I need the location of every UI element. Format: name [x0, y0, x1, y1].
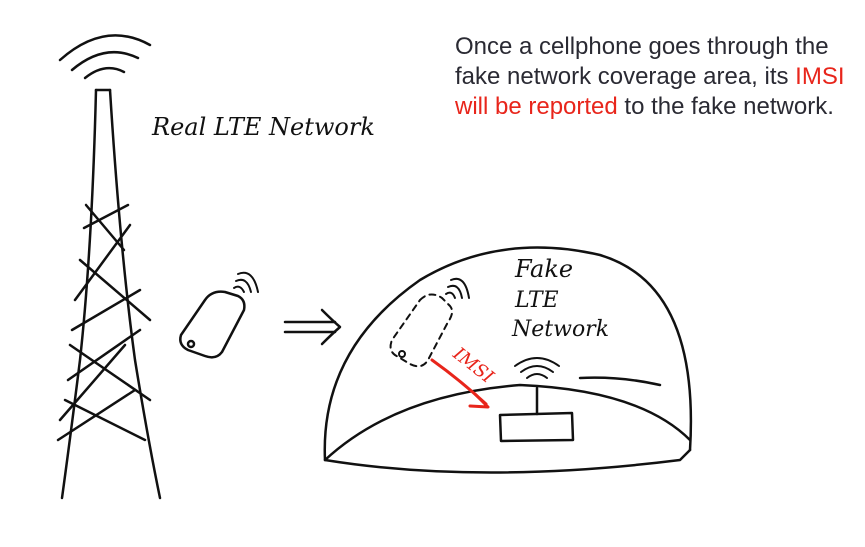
fake-base-station: [498, 357, 662, 443]
cell-tower: [56, 88, 162, 500]
imsi-arrow-icon: [430, 358, 490, 409]
tower-signal-icon: [58, 34, 152, 80]
caption-highlight: IMSI will be reported: [455, 63, 845, 120]
arrow-icon: [283, 308, 342, 346]
imsi-label: IMSI: [448, 343, 498, 388]
caption-text: Once a cellphone goes through the fake n…: [455, 32, 855, 122]
caption-before: Once a cellphone goes through the fake n…: [455, 33, 829, 90]
phone-ghost-icon: [389, 277, 470, 368]
fake-network-label-line3: Network: [511, 317, 609, 342]
caption-after: to the fake network.: [617, 93, 834, 120]
real-network-label: Real LTE Network: [151, 113, 375, 141]
fake-network-dome: [323, 246, 693, 474]
fake-network-label-line1: Fake: [514, 255, 573, 283]
phone-icon: [179, 271, 259, 359]
fake-network-label-line2: LTE: [514, 288, 559, 313]
